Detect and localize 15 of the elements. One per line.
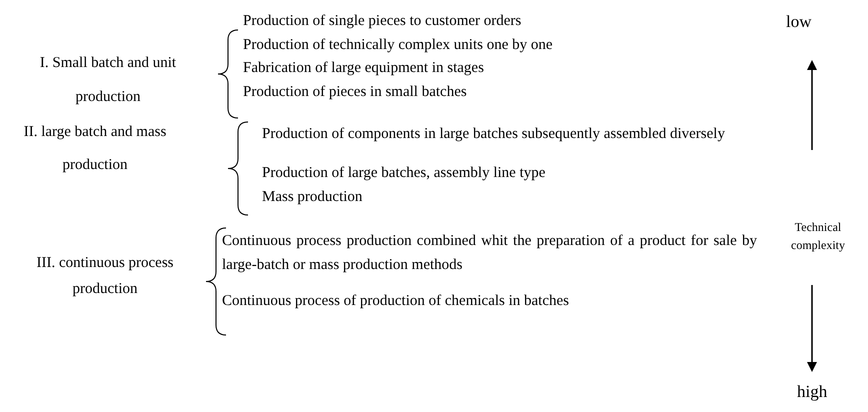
- axis-label: Technical complexity: [790, 219, 846, 254]
- list-item: Fabrication of large equipment in stages: [243, 59, 485, 78]
- category-label: I. Small batch and unit production: [38, 54, 178, 107]
- list-item: Continuous process of production of chemicals in batches: [222, 292, 570, 311]
- category-label: II. large batch and mass production: [22, 123, 168, 175]
- list-item: Mass production: [262, 188, 364, 207]
- scale-end-label: high: [797, 381, 828, 403]
- category-label: III. continuous process production: [35, 254, 175, 299]
- list-item: Production of pieces in small batches: [243, 83, 468, 102]
- list-item: Production of components in large batches subsequently assembled diversely: [262, 125, 726, 144]
- scale-end-label: low: [786, 11, 812, 33]
- list-item: Continuous process production combined whit the preparation of a product for sale by large-batch or mass production methods: [222, 232, 757, 275]
- list-item: Production of single pieces to customer orders: [243, 12, 522, 31]
- list-item: Production of large batches, assembly line type: [262, 164, 546, 183]
- list-item: Production of technically complex units one by one: [243, 36, 554, 55]
